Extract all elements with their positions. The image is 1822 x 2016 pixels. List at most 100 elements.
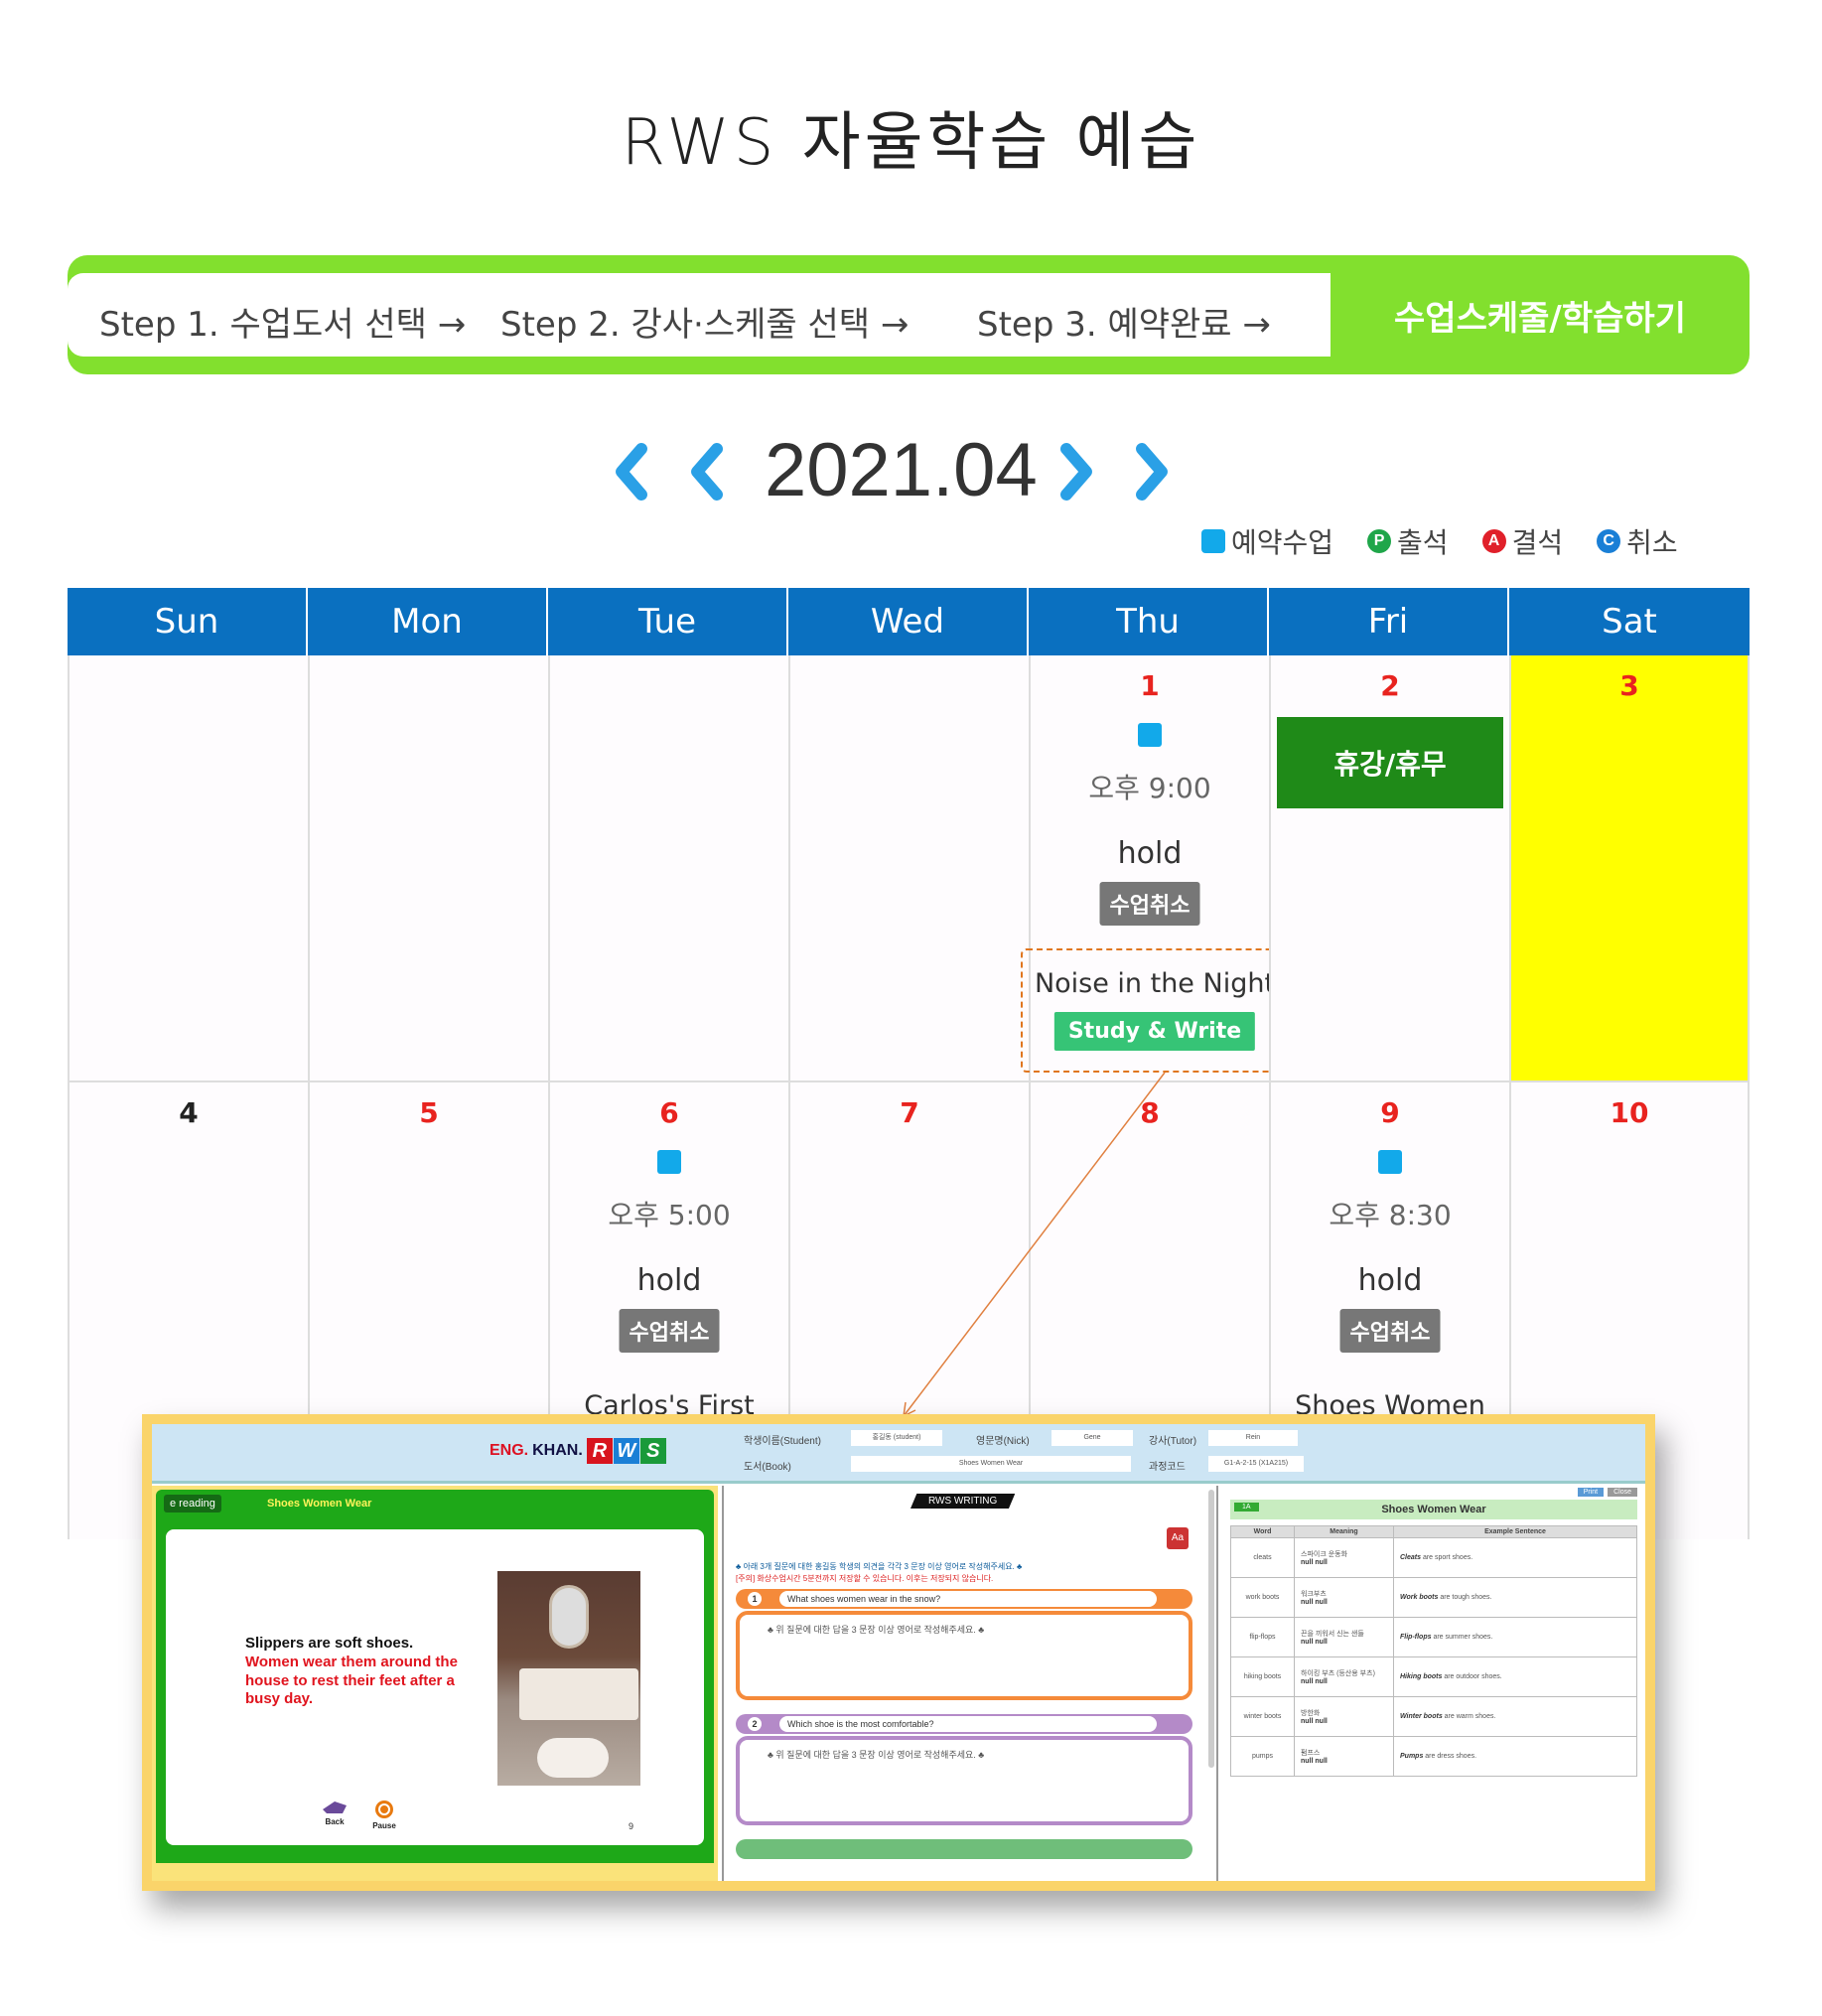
tutor-value: Rein — [1208, 1430, 1298, 1446]
calendar-legend: 예약수업 P 출석 A 결석 C 취소 — [1201, 521, 1678, 561]
legend-absent-label: 결석 — [1511, 526, 1564, 559]
pause-label: Pause — [372, 1821, 396, 1830]
steps-bar: Step 1. 수업도서 선택 → Step 2. 강사·스케줄 선택 → St… — [68, 255, 1750, 374]
vocab-word: flip-flops — [1230, 1617, 1295, 1657]
day-cell-1: 1 오후 9:00 hold 수업취소 Noise in the Night S… — [1021, 655, 1289, 1080]
current-month: 2021.04 — [765, 428, 1038, 512]
logo-name: KHAN. — [532, 1442, 583, 1459]
course-label: 과정코드 — [1149, 1462, 1186, 1473]
weekday-sun: Sun — [68, 588, 308, 655]
student-value: 홍길동 (student) — [851, 1430, 942, 1446]
weekday-thu: Thu — [1029, 588, 1269, 655]
page-title: RWS 자율학습 예습 — [621, 106, 1201, 180]
day-number: 8 — [1140, 1096, 1160, 1129]
day-cell-empty — [788, 655, 1029, 1080]
back-button[interactable]: Back — [315, 1800, 354, 1826]
meaning-text: 펌프스 — [1301, 1750, 1321, 1757]
vocab-header-row: Word Meaning Example Sentence — [1230, 1525, 1637, 1538]
calendar-week-1: 1 오후 9:00 hold 수업취소 Noise in the Night S… — [68, 655, 1750, 1082]
study-screen: ENG.KHAN. R W S 학생이름(Student) 홍길동 (stude… — [152, 1424, 1645, 1881]
reserved-square-icon — [1378, 1150, 1402, 1174]
close-button[interactable]: Close — [1608, 1488, 1637, 1497]
lesson-time: 오후 9:00 — [1088, 772, 1211, 804]
reading-line-1: Slippers are soft shoes. — [245, 1635, 414, 1652]
cancel-lesson-button[interactable]: 수업취소 — [1099, 882, 1200, 926]
day-cell-2: 2 휴강/휴무 — [1269, 655, 1509, 1080]
meaning-null: null null — [1301, 1678, 1328, 1685]
nick-value: Gene — [1051, 1430, 1133, 1446]
logo-letter-r: R — [586, 1438, 613, 1464]
next-year-chevron-icon[interactable] — [1126, 437, 1178, 506]
page-number: 9 — [629, 1821, 634, 1831]
vocab-example: Work boots are tough shoes. — [1393, 1577, 1637, 1618]
schedule-study-button[interactable]: 수업스케줄/학습하기 — [1394, 298, 1686, 339]
prev-year-chevron-icon[interactable] — [606, 437, 657, 506]
example-rest: are tough shoes. — [1438, 1594, 1492, 1601]
print-button[interactable]: Print — [1577, 1488, 1605, 1497]
step-3-label: Step 3. 예약완료 → — [977, 305, 1271, 345]
weekday-fri: Fri — [1269, 588, 1509, 655]
lesson-time: 오후 5:00 — [608, 1199, 731, 1231]
weekday-mon: Mon — [308, 588, 548, 655]
example-rest: are outdoor shoes. — [1442, 1673, 1502, 1680]
study-write-button[interactable]: Study & Write — [1053, 1012, 1256, 1051]
legend-present: P 출석 — [1367, 521, 1449, 561]
example-rest: are summer shoes. — [1431, 1634, 1493, 1641]
vocabulary-pane: Print Close 1A Shoes Women Wear Word Mea… — [1222, 1486, 1645, 1881]
calendar-header: Sun Mon Tue Wed Thu Fri Sat — [68, 588, 1750, 655]
meaning-text: 끈을 끼워서 신는 샌들 — [1301, 1631, 1364, 1638]
font-size-icon[interactable]: Aa — [1167, 1527, 1189, 1549]
step-2-label: Step 2. 강사·스케줄 선택 → — [500, 305, 910, 345]
present-badge-icon: P — [1367, 529, 1392, 553]
weekday-tue: Tue — [548, 588, 788, 655]
lesson-status: hold — [1357, 1263, 1423, 1298]
book-label: 도서(Book) — [744, 1462, 791, 1473]
reading-pane-header: e reading Shoes Women Wear — [156, 1490, 714, 1519]
book-highlight-box: Noise in the Night Study & Write — [1021, 948, 1289, 1073]
vocab-table: Word Meaning Example Sentence cleats 스파이… — [1230, 1525, 1637, 1777]
reading-line-2: Women wear them around the house to rest… — [245, 1653, 458, 1708]
answer-2-textarea[interactable]: ♣ 위 질문에 대한 답을 3 문장 이상 영어로 작성해주세요. ♣ — [736, 1736, 1192, 1825]
legend-cancelled: C 취소 — [1597, 521, 1678, 561]
vocab-word: cleats — [1230, 1537, 1295, 1578]
next-month-chevron-icon[interactable] — [1051, 437, 1102, 506]
vocab-col-word: Word — [1230, 1525, 1295, 1538]
absent-badge-icon: A — [1481, 529, 1506, 553]
reading-card: Slippers are soft shoes. Women wear them… — [156, 1519, 714, 1863]
day-number: 9 — [1380, 1096, 1400, 1129]
reading-text: Slippers are soft shoes. Women wear them… — [245, 1635, 472, 1709]
vocab-word: winter boots — [1230, 1696, 1295, 1737]
reserved-square-icon — [1138, 723, 1162, 747]
logo-letter-w: W — [613, 1438, 639, 1464]
question-1-bar: 1 What shoes women wear in the snow? — [736, 1589, 1192, 1609]
study-header: ENG.KHAN. R W S 학생이름(Student) 홍길동 (stude… — [152, 1424, 1645, 1484]
cancel-lesson-button[interactable]: 수업취소 — [619, 1309, 720, 1353]
prev-month-chevron-icon[interactable] — [681, 437, 733, 506]
answer-1-textarea[interactable]: ♣ 위 질문에 대한 답을 3 문장 이상 영어로 작성해주세요. ♣ — [736, 1611, 1192, 1700]
student-label: 학생이름(Student) — [744, 1436, 821, 1447]
vocab-word: pumps — [1230, 1736, 1295, 1777]
slippers-photo — [497, 1571, 640, 1786]
vocab-example: Winter boots are warm shoes. — [1393, 1696, 1637, 1737]
meaning-text: 하이킹 부츠 (등산용 부츠) — [1301, 1670, 1375, 1677]
example-keyword: Cleats — [1400, 1554, 1422, 1561]
book-value: Shoes Women Wear — [851, 1456, 1131, 1472]
question-number: 2 — [748, 1717, 762, 1731]
example-rest: are dress shoes. — [1423, 1753, 1477, 1760]
legend-reserved: 예약수업 — [1201, 521, 1333, 561]
vocab-example: Flip-flops are summer shoes. — [1393, 1617, 1637, 1657]
writing-warning: [주의] 화상수업시간 5분전까지 저장할 수 있습니다. 이후는 저장되지 않… — [736, 1574, 994, 1583]
vocab-col-example: Example Sentence — [1393, 1525, 1637, 1538]
meaning-null: null null — [1301, 1559, 1328, 1566]
vocab-title-bar: 1A Shoes Women Wear — [1230, 1500, 1637, 1519]
day-number: 3 — [1619, 669, 1639, 702]
example-keyword: Flip-flops — [1400, 1634, 1432, 1641]
question-2-bar: 2 Which shoe is the most comfortable? — [736, 1714, 1192, 1734]
pause-button[interactable]: Pause — [364, 1800, 404, 1830]
table-row: hiking boots 하이킹 부츠 (등산용 부츠)null null Hi… — [1230, 1656, 1637, 1697]
writing-scrollbar[interactable] — [1208, 1490, 1214, 1768]
day-number: 4 — [179, 1096, 199, 1129]
cancel-lesson-button[interactable]: 수업취소 — [1339, 1309, 1441, 1353]
